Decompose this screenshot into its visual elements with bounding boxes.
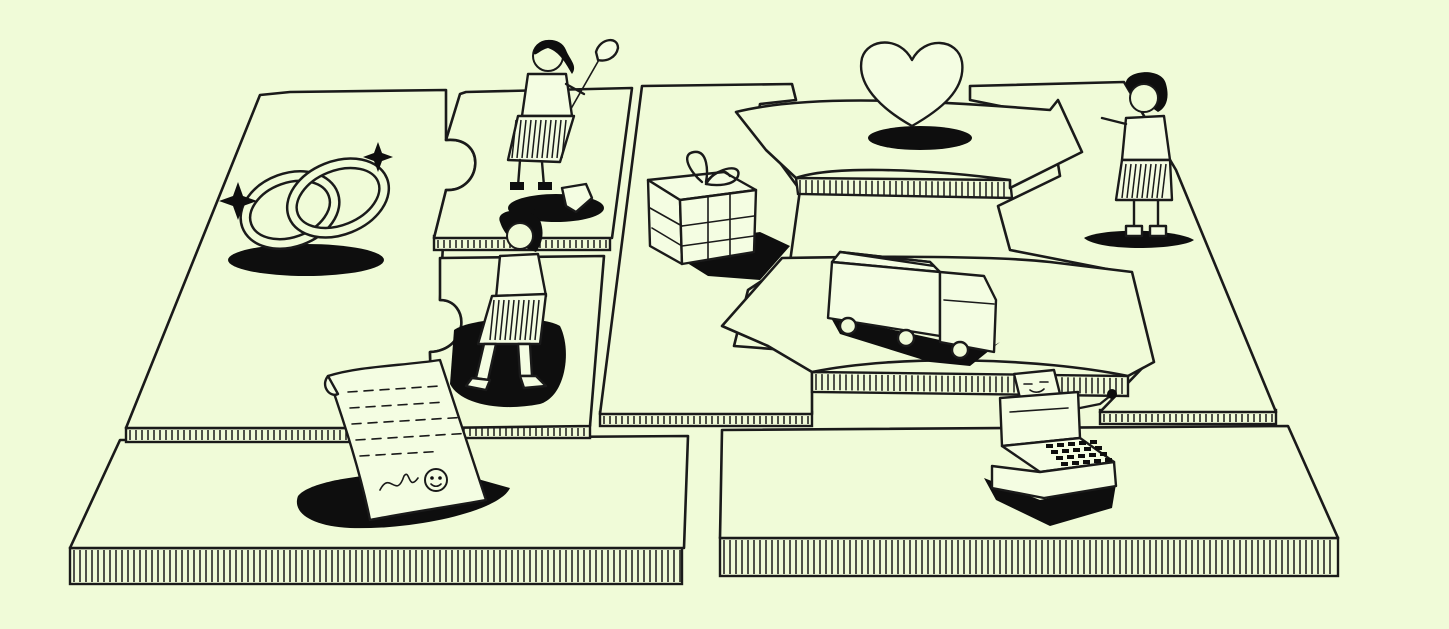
heart-icon <box>861 43 972 151</box>
